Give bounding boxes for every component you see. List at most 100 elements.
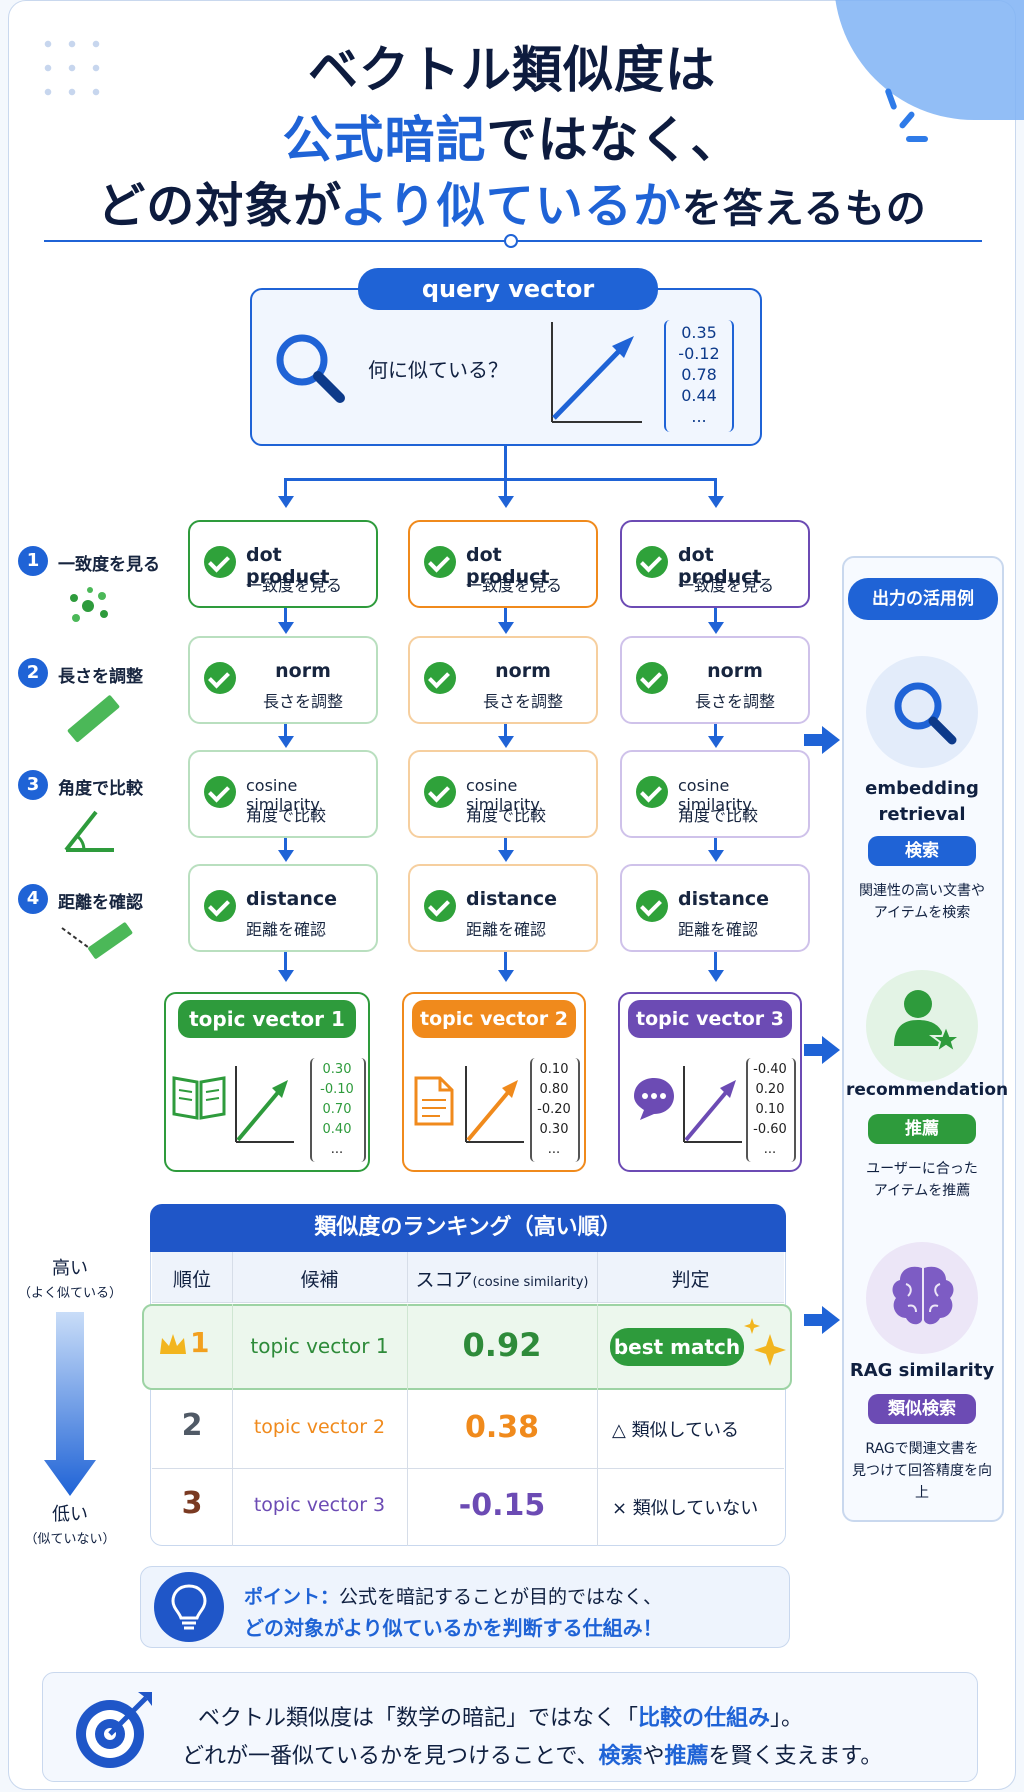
- connector: [284, 478, 716, 481]
- arrow-down-icon: [708, 970, 724, 982]
- lightbulb-icon: [171, 1584, 207, 1630]
- topic-vector-3-bracket: [746, 1058, 796, 1162]
- rank-number: 1: [190, 1326, 210, 1359]
- connector: [504, 478, 507, 498]
- connector: [714, 608, 717, 626]
- check-icon: [636, 662, 668, 694]
- scale-arrow-icon: [44, 1312, 96, 1496]
- rank-score: 0.38: [464, 1410, 540, 1445]
- footer-box: [42, 1672, 978, 1782]
- use-desc: 関連性の高い文書や アイテムを検索: [859, 883, 985, 921]
- table-row: 3 topic vector 3 -0.15 × 類似していない: [152, 1468, 784, 1546]
- query-values-bracket: [664, 320, 734, 432]
- connector: [504, 724, 507, 738]
- arrow-down-icon: [498, 736, 514, 748]
- arrow-down-icon: [278, 850, 294, 862]
- search-icon: [276, 334, 345, 403]
- dot-pattern-decoration: [36, 32, 108, 104]
- footer-line-2: どれが一番似ているかを見つけることで、検索や推薦を賢く支えます。: [182, 1744, 883, 1769]
- rank-number: 3: [181, 1486, 203, 1521]
- connector: [284, 478, 287, 498]
- use-title: recommendation: [846, 1080, 1009, 1100]
- point-line-2: どの対象がより似ているかを判断する仕組み！: [244, 1616, 663, 1640]
- footer-line-1: ベクトル類似度は「数学の暗記」ではなく「比較の仕組み」。: [198, 1706, 804, 1731]
- header-judge: 判定: [671, 1269, 710, 1291]
- scale-low-label: 低い: [52, 1504, 88, 1525]
- topic-vector-1-header: topic vector 1: [178, 1000, 356, 1038]
- topic-vector-1-axis-icon: [235, 1066, 294, 1143]
- title-line-3: どの対象がより似ているかを答えるもの: [97, 178, 927, 234]
- arrow-down-icon: [498, 496, 514, 508]
- rank-candidate: topic vector 1: [250, 1334, 389, 1358]
- crown-icon: [160, 1334, 186, 1354]
- connector: [504, 952, 507, 972]
- query-vector-header: query vector: [358, 268, 658, 310]
- use-tag: 検索: [868, 836, 976, 866]
- topic-vector-3-axis-icon: [683, 1066, 742, 1143]
- topic-vector-2-bracket: [530, 1058, 580, 1162]
- scale-low-note: （似ていない）: [24, 1532, 116, 1547]
- check-icon: [424, 890, 456, 922]
- arrow-down-icon: [498, 850, 514, 862]
- rank-candidate: topic vector 2: [253, 1416, 386, 1438]
- connector: [504, 608, 507, 626]
- topic-vector-1-bracket: [310, 1058, 366, 1162]
- arrow-down-icon: [708, 736, 724, 748]
- check-icon: [424, 662, 456, 694]
- step-number: 1: [18, 546, 48, 576]
- step-label: 角度で比較: [58, 779, 143, 799]
- spark-decoration: [906, 136, 928, 142]
- step-number: 4: [18, 884, 48, 914]
- header-rank: 順位: [172, 1269, 211, 1291]
- use-tag: 推薦: [868, 1114, 976, 1144]
- arrow-right-icon: [804, 1036, 840, 1064]
- check-icon: [204, 662, 236, 694]
- connector: [714, 724, 717, 738]
- arrow-down-icon: [498, 622, 514, 634]
- scale-high-note: （よく似ている）: [17, 1286, 122, 1301]
- rank-score: 0.92: [462, 1326, 542, 1364]
- arrow-down-icon: [278, 496, 294, 508]
- document-icon: [414, 1076, 454, 1126]
- title-line-2: 公式暗記ではなく、: [282, 111, 742, 169]
- embedding-icon-bg: [866, 656, 978, 768]
- header-score: スコア(cosine similarity): [415, 1269, 589, 1291]
- scale-high-label: 高い: [52, 1258, 88, 1279]
- check-icon: [636, 890, 668, 922]
- step-label: 距離を確認: [58, 893, 143, 913]
- arrow-down-icon: [708, 622, 724, 634]
- target-icon: [76, 1692, 152, 1768]
- connector: [504, 446, 507, 480]
- connector: [714, 478, 717, 498]
- arrow-down-icon: [708, 850, 724, 862]
- ruler-icon: [67, 695, 120, 743]
- check-icon: [204, 776, 236, 808]
- point-line-1: ポイント：公式を暗記することが目的ではなく、: [244, 1586, 663, 1608]
- arrow-right-icon: [804, 726, 840, 754]
- topic-vector-2-axis-icon: [465, 1066, 524, 1143]
- title-line-1: ベクトル類似度は: [308, 41, 716, 99]
- connector: [714, 952, 717, 972]
- query-question: 何に似ている？: [368, 358, 508, 382]
- arrow-down-icon: [278, 970, 294, 982]
- open-book-icon: [172, 1076, 226, 1120]
- use-title: RAG similarity: [849, 1360, 995, 1381]
- topic-vector-2-header: topic vector 2: [412, 1000, 576, 1038]
- rank-candidate: topic vector 3: [253, 1494, 386, 1516]
- lightbulb-icon-bg: [154, 1572, 224, 1642]
- arrow-down-icon: [708, 496, 724, 508]
- ranking-title: 類似度のランキング（高い順）: [150, 1204, 786, 1252]
- best-match-badge: best match: [610, 1328, 744, 1366]
- connector: [504, 838, 507, 852]
- use-title: embedding retrieval: [865, 778, 979, 825]
